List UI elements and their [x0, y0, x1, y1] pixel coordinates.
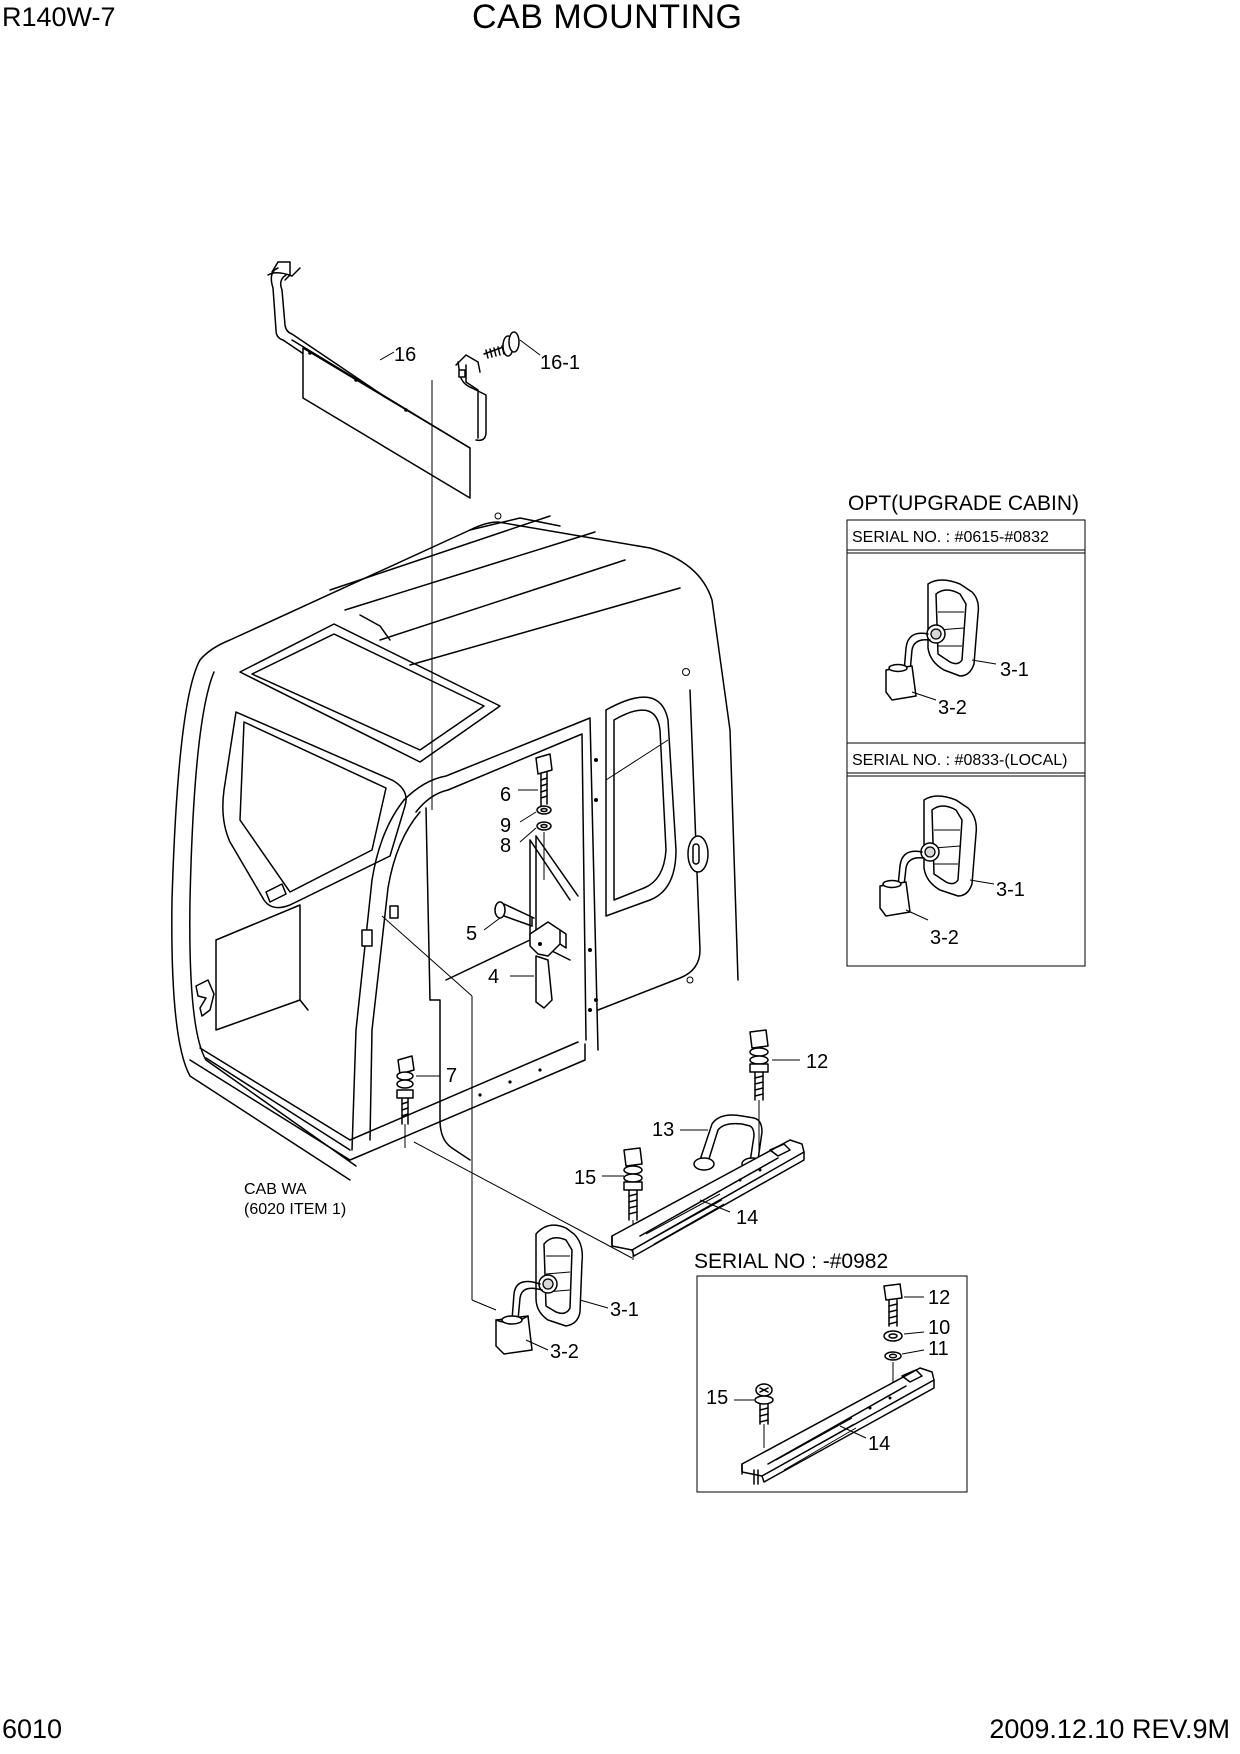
- label-14: 14: [736, 1207, 758, 1229]
- opt-a-label-3-2: 3-2: [938, 697, 967, 719]
- label-13: 13: [652, 1119, 674, 1141]
- washer-8: [536, 821, 552, 831]
- cab-note-line1: CAB WA: [244, 1181, 307, 1198]
- label-15: 15: [574, 1167, 596, 1189]
- label-5: 5: [466, 923, 477, 945]
- model-number: R140W-7: [2, 2, 116, 32]
- label-12: 12: [806, 1051, 828, 1073]
- serial-b-label: SERIAL NO. : #0833-(LOCAL): [852, 752, 1068, 769]
- cab-body: [171, 512, 739, 1181]
- opt-b-label-3-1: 3-1: [996, 879, 1025, 901]
- label-16: 16: [394, 344, 416, 366]
- serial-no-box: SERIAL NO : -#0982 12 10 11: [694, 1250, 968, 1493]
- sb-label-15: 15: [706, 1387, 728, 1409]
- sb-bolt-12: [883, 1283, 903, 1327]
- bolt-15: [623, 1147, 643, 1221]
- opt-b-label-3-2: 3-2: [930, 927, 959, 949]
- mirror-b: [879, 795, 978, 917]
- label-4: 4: [488, 966, 499, 988]
- sb-label-11: 11: [928, 1338, 949, 1360]
- label-3-2: 3-2: [550, 1341, 579, 1363]
- label-8: 8: [500, 835, 511, 857]
- screw-16-1: [483, 331, 541, 359]
- opt-a-label-3-1: 3-1: [1000, 659, 1029, 681]
- opt-box-title: OPT(UPGRADE CABIN): [848, 492, 1079, 515]
- label-7: 7: [446, 1065, 457, 1087]
- page-title: CAB MOUNTING: [472, 0, 743, 36]
- bolt-12: [749, 1029, 769, 1101]
- step-14: [611, 1139, 805, 1257]
- page-number: 6010: [2, 1714, 63, 1744]
- serial-a-label: SERIAL NO. : #0615-#0832: [852, 529, 1049, 546]
- opt-upgrade-cabin-box: OPT(UPGRADE CABIN) SERIAL NO. : #0615-#0…: [846, 492, 1086, 967]
- label-6: 6: [500, 784, 511, 806]
- sb-label-14: 14: [868, 1433, 890, 1455]
- bolt-7: [396, 1055, 415, 1125]
- mirror-3-2: [495, 1315, 533, 1355]
- serial-box-title: SERIAL NO : -#0982: [694, 1250, 888, 1273]
- mirror-a: [885, 579, 980, 701]
- revision-date: 2009.12.10 REV.9M: [989, 1714, 1230, 1744]
- sb-label-12: 12: [928, 1287, 950, 1309]
- label-16-1: 16-1: [540, 352, 580, 374]
- pin-5: [494, 901, 535, 927]
- sb-bolt-15: [754, 1383, 774, 1425]
- label-9: 9: [500, 815, 511, 837]
- label-3-1: 3-1: [610, 1299, 639, 1321]
- sb-step-14: [741, 1367, 935, 1485]
- lever-4: [529, 921, 567, 1009]
- mirror-3-1: [511, 1224, 584, 1327]
- sun-visor: [267, 261, 487, 810]
- sb-washer-10: [883, 1330, 903, 1342]
- cab-note-line2: (6020 ITEM 1): [244, 1201, 346, 1218]
- sb-label-10: 10: [928, 1317, 950, 1339]
- washer-9: [536, 805, 552, 815]
- sb-washer-11: [884, 1351, 902, 1361]
- bolt-6: [535, 753, 553, 807]
